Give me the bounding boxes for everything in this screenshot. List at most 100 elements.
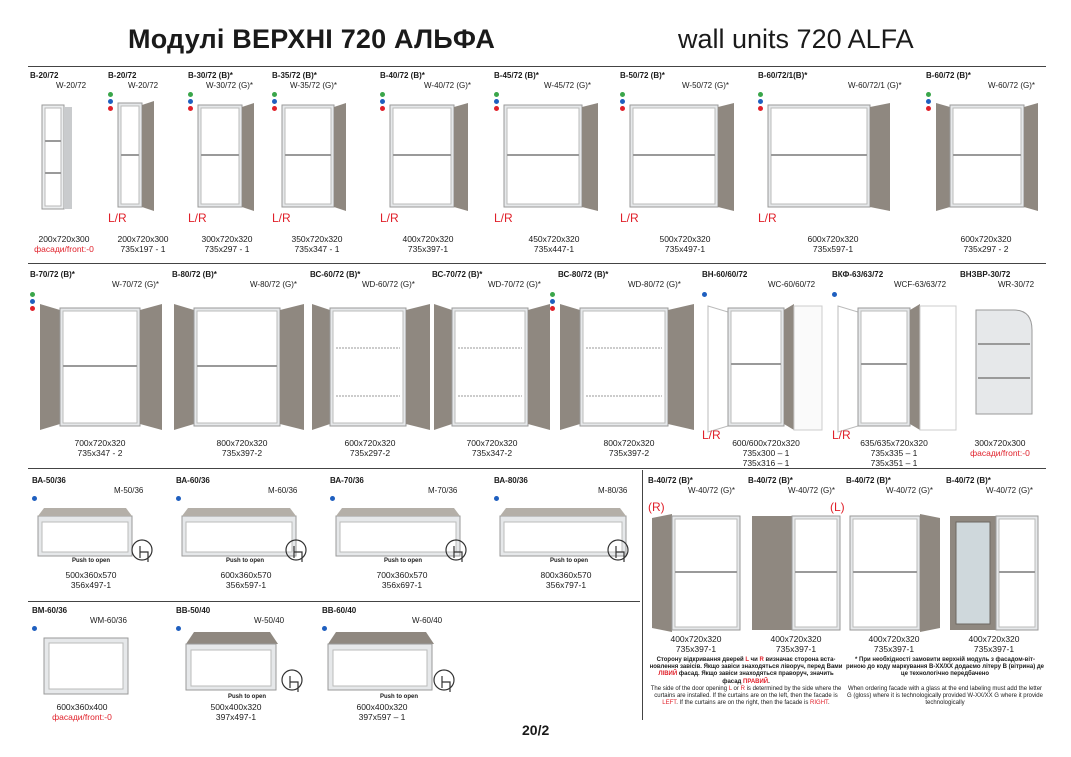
dims-line: 735x347 - 1 (294, 244, 340, 254)
product-code: В-60/72/1(В)* (758, 71, 808, 80)
dims-line: 635/635x720x320 (860, 438, 928, 448)
product-code: В-20/72 (108, 71, 137, 80)
corner-facade-cabinet-image (837, 304, 957, 433)
dims-line: 600x360x400 (56, 702, 108, 712)
product-card: В-40/72 (В)* W-40/72 (G)* 400x720x320 73… (946, 476, 1046, 656)
dims-line: 356x797-1 (545, 580, 587, 590)
product-code: В-40/72 (В)* (946, 476, 991, 485)
product-intl-code: M-80/36 (598, 486, 628, 495)
color-dots (108, 92, 113, 113)
dish-drainer-cabinet-60-image (312, 304, 430, 430)
cabinet-40-image (389, 103, 468, 211)
product-card: ВА-70/36 M-70/36 Push to open 700x360x57… (330, 476, 486, 598)
lr-label: L/R (702, 428, 721, 442)
color-dots (176, 496, 181, 503)
product-intl-code: W-40/72 (G)* (424, 81, 471, 90)
dims-line: 400x720x320 (770, 634, 822, 644)
product-intl-code: W-20/72 (56, 81, 87, 90)
dish-drainer-cabinet-80-image (560, 304, 694, 430)
dims-line: 735x397-2 (608, 448, 650, 458)
color-dots (832, 292, 837, 299)
color-dots (620, 92, 625, 113)
push-to-open-label: Push to open (384, 558, 422, 564)
product-card: ВА-50/36 M-50/36 Push to open 500x360x57… (32, 476, 164, 598)
cabinet-30-image (197, 103, 254, 211)
product-code: В-60/72 (В)* (926, 71, 971, 80)
cabinet-35-image (281, 103, 346, 211)
color-dots (188, 92, 193, 113)
color-dots (550, 292, 555, 313)
dims-line: 600x720x320 (807, 234, 859, 244)
product-code: В-20/72 (30, 71, 59, 80)
product-code: В-40/72 (В)* (380, 71, 425, 80)
dims-line: 735x197 - 1 (120, 244, 166, 254)
color-dots (702, 292, 707, 299)
product-card: В-40/72 (В)* W-40/72 (G)* L/R 400x720x32… (380, 71, 486, 261)
dims-line: 450x720x320 (528, 234, 580, 244)
product-intl-code: M-50/36 (114, 486, 144, 495)
lr-label: L/R (188, 211, 207, 225)
product-code: В-40/72 (В)* (846, 476, 891, 485)
lr-label: L/R (620, 211, 639, 225)
product-card: В-20/72 W-20/72 L/R 200x720x300 735x197 … (108, 71, 178, 261)
hand-touch-icon (433, 669, 455, 692)
page-number: 20/2 (522, 722, 550, 738)
product-intl-code: W-80/72 (G)* (250, 280, 297, 289)
hand-touch-icon (285, 539, 307, 562)
lr-label: L/R (272, 211, 291, 225)
dims-line: 300x720x320 (201, 234, 253, 244)
cabinet-80-image (174, 304, 304, 430)
lr-label: L/R (494, 211, 513, 225)
product-card: ВС-70/72 (В)* WD-70/72 (G)* 700x720x320 … (432, 270, 556, 466)
product-card: В-60/72 (В)* W-60/72 (G)* 600x720x320 73… (926, 71, 1046, 261)
dims-line: 500x720x320 (659, 234, 711, 244)
product-code: В-40/72 (В)* (648, 476, 693, 485)
push-to-open-label: Push to open (380, 694, 418, 700)
dims-line: 800x720x320 (603, 438, 655, 448)
cabinet-45-image (503, 103, 598, 211)
product-intl-code: WR-30/72 (998, 280, 1035, 289)
lr-label: L/R (380, 211, 399, 225)
dims-line: 735x397-2 (221, 448, 263, 458)
color-dots (272, 92, 277, 113)
product-card: ВВ-60/40 W-60/40 Push to open 600x400x32… (322, 606, 464, 724)
product-card: В-50/72 (В)* W-50/72 (G)* L/R 500x720x32… (620, 71, 748, 261)
product-intl-code: W-30/72 (G)* (206, 81, 253, 90)
product-intl-code: W-40/72 (G)* (788, 486, 835, 495)
note-ua-text: Сторону відкривання дверей L чи R визнач… (649, 657, 843, 685)
dims-line: 400x720x320 (968, 634, 1020, 644)
page-title-en: wall units 720 ALFA (678, 24, 914, 54)
product-card: В-20/72 W-20/72 200x720x300 фасади/front… (30, 71, 100, 261)
color-dots (494, 92, 499, 113)
dims-line: 735x335 – 1 (870, 448, 918, 458)
left-door-cabinet-image (752, 515, 841, 631)
product-intl-code: W-60/72/1 (G)* (848, 81, 902, 90)
dims-line: 735x397-1 (973, 644, 1015, 654)
door-side-note: Сторону відкривання дверей L чи R визнач… (648, 657, 844, 707)
color-dots (30, 292, 35, 313)
product-card: В-40/72 (В)* W-40/72 (G)* (R) 400x720x32… (648, 476, 746, 656)
lift-cabinet-60-image (181, 508, 297, 557)
dims-line: 700x720x320 (74, 438, 126, 448)
dims-line: 735x397-1 (407, 244, 449, 254)
product-code: В-50/72 (В)* (620, 71, 665, 80)
cabinet-50-image (629, 103, 734, 211)
product-card: ВН-60/60/72 WC-60/60/72 L/R 600/600x720x… (702, 270, 830, 468)
hand-touch-icon (131, 539, 153, 562)
cabinet-20-image (117, 101, 154, 211)
product-code: ВНЗВР-30/72 (960, 270, 1011, 279)
dims-line: 350x720x320 (291, 234, 343, 244)
product-card: В-35/72 (В)* W-35/72 (G)* L/R 350x720x32… (272, 71, 362, 261)
product-code: В-80/72 (В)* (172, 270, 217, 279)
dims-line: 300x720x300 (974, 438, 1026, 448)
product-card: В-40/72 (В)* W-40/72 (G)* 400x720x320 73… (748, 476, 844, 656)
product-code: ВС-70/72 (В)* (432, 270, 483, 279)
product-card: ВНЗВР-30/72 WR-30/72 300x720x300 фасади/… (960, 270, 1046, 466)
dims-line: 400x720x320 (868, 634, 920, 644)
product-intl-code: WD-60/72 (G)* (362, 280, 415, 289)
product-intl-code: WD-80/72 (G)* (628, 280, 681, 289)
dims-line: 400x720x320 (670, 634, 722, 644)
dims-line: 735x447-1 (533, 244, 575, 254)
open-shelf-unit-image (41, 104, 72, 210)
cabinet-60-1-image (767, 103, 890, 211)
